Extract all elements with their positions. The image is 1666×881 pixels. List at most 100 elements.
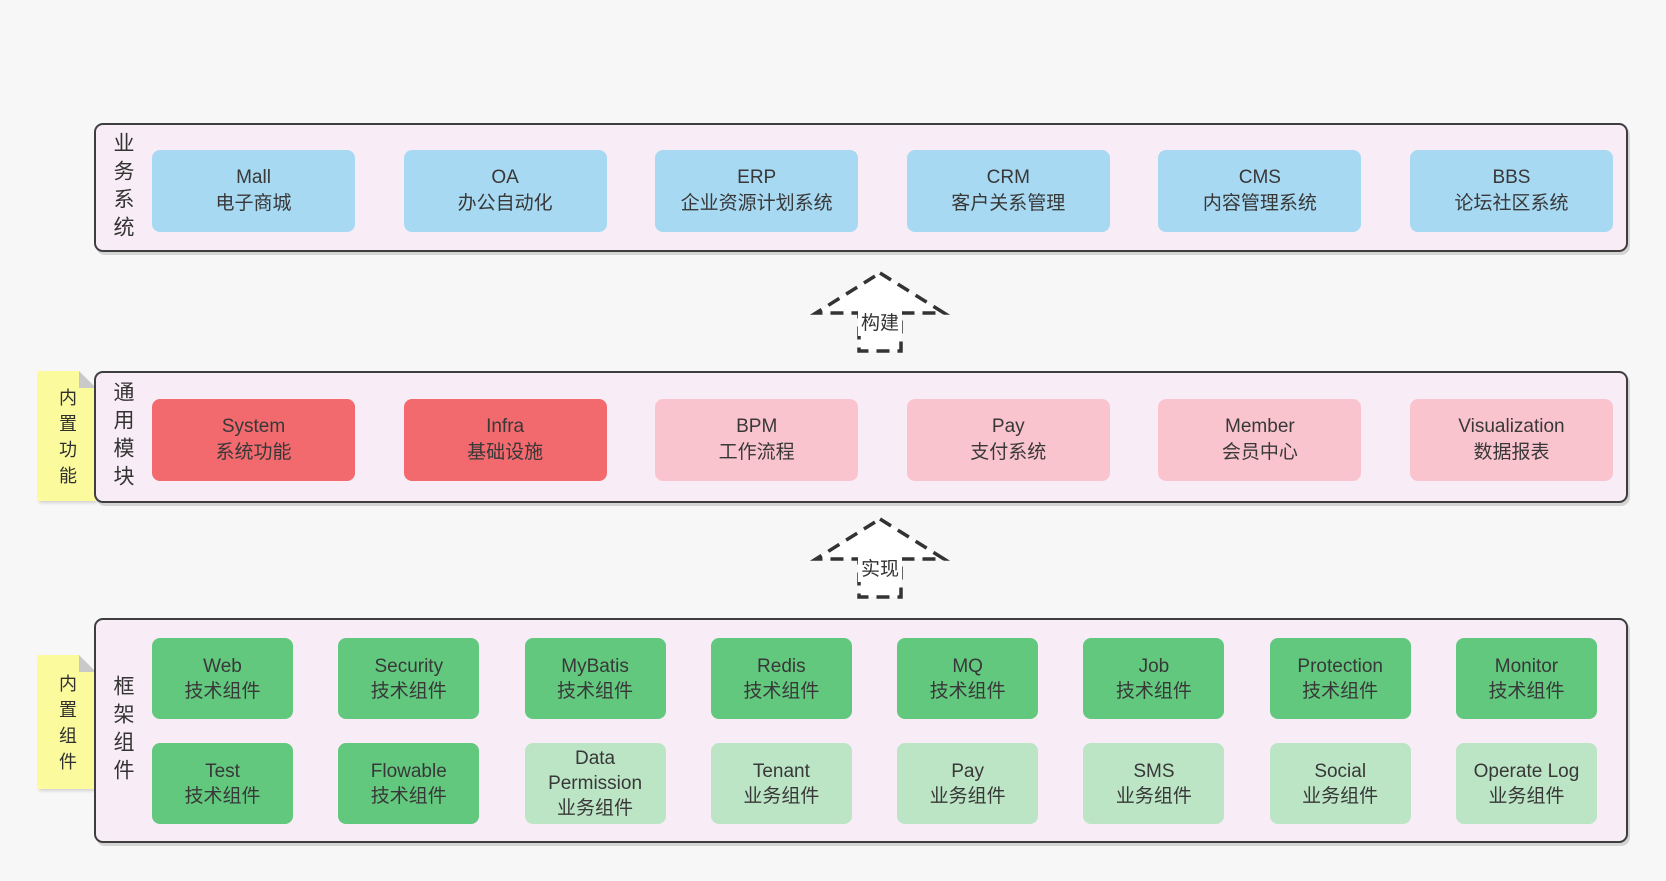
box-desc: 技术组件 [370, 680, 447, 702]
box-bbs: BBS 论坛社区系统 [1409, 150, 1613, 232]
box-infra: Infra 基础设施 [403, 399, 607, 481]
business-systems-row: Mall 电子商城 OA 办公自动化 ERP 企业资源计划系统 CRM 客户关系… [152, 150, 1613, 232]
box-name: System [221, 416, 286, 437]
box-name: Tenant [752, 760, 810, 782]
box-desc: 技术组件 [1115, 680, 1192, 702]
box-name: Pay [951, 760, 984, 782]
box-pay-component: Pay 业务组件 [897, 743, 1039, 824]
box-name: Redis [757, 655, 806, 677]
box-name: Data Permission [548, 748, 643, 794]
box-system: System 系统功能 [152, 399, 355, 481]
biz-components-row: Test 技术组件 Flowable 技术组件 Data Permission … [152, 743, 1597, 824]
box-desc: 业务组件 [743, 785, 820, 807]
box-crm: CRM 客户关系管理 [906, 150, 1110, 232]
box-name: Monitor [1494, 655, 1559, 677]
box-mybatis: MyBatis 技术组件 [524, 638, 666, 719]
band-framework-components: 框架组件 Web 技术组件 Security 技术组件 MyBatis 技术组件… [94, 618, 1628, 843]
box-desc: 办公自动化 [457, 193, 553, 214]
band-label-business-systems: 业务系统 [111, 131, 134, 244]
arrow-build-label: 构建 [857, 307, 903, 336]
sticky-note-text: 内置功能 [57, 388, 77, 492]
box-desc: 技术组件 [184, 785, 261, 807]
box-name: Web [203, 655, 242, 677]
box-desc: 技术组件 [370, 785, 447, 807]
box-mq: MQ 技术组件 [897, 638, 1039, 719]
box-desc: 内容管理系统 [1202, 193, 1317, 214]
box-erp: ERP 企业资源计划系统 [655, 150, 859, 232]
box-protection: Protection 技术组件 [1269, 638, 1411, 719]
common-modules-row: System 系统功能 Infra 基础设施 BPM 工作流程 Pay 支付系统… [152, 399, 1613, 481]
band-business-systems: 业务系统 Mall 电子商城 OA 办公自动化 ERP 企业资源计划系统 CRM… [94, 123, 1628, 252]
box-redis: Redis 技术组件 [710, 638, 852, 719]
box-sms: SMS 业务组件 [1083, 743, 1225, 824]
box-name: OA [491, 167, 519, 188]
band-label-framework-components: 框架组件 [111, 674, 134, 787]
box-name: Member [1225, 416, 1295, 437]
box-name: Social [1314, 760, 1367, 782]
box-desc: 技术组件 [1302, 680, 1379, 702]
box-name: Infra [486, 416, 525, 437]
box-bpm: BPM 工作流程 [655, 399, 859, 481]
sticky-note-text: 内置组件 [57, 674, 77, 778]
tech-components-row: Web 技术组件 Security 技术组件 MyBatis 技术组件 Redi… [152, 638, 1597, 719]
box-desc: 技术组件 [743, 680, 820, 702]
box-name: Visualization [1458, 416, 1565, 437]
box-operate-log: Operate Log 业务组件 [1455, 743, 1597, 824]
box-desc: 技术组件 [557, 680, 634, 702]
box-name: MyBatis [561, 655, 629, 677]
band-common-modules: 通用模块 System 系统功能 Infra 基础设施 BPM 工作流程 Pay… [94, 371, 1628, 503]
box-desc: 企业资源计划系统 [680, 193, 833, 214]
box-pay-system: Pay 支付系统 [906, 399, 1110, 481]
sticky-note-builtin-components: 内置组件 [38, 655, 96, 789]
box-desc: 工作流程 [718, 442, 795, 463]
box-flowable: Flowable 技术组件 [338, 743, 480, 824]
box-desc: 基础设施 [467, 442, 544, 463]
box-cms: CMS 内容管理系统 [1158, 150, 1362, 232]
box-visualization: Visualization 数据报表 [1409, 399, 1613, 481]
box-test: Test 技术组件 [152, 743, 293, 824]
box-desc: 业务组件 [557, 798, 634, 819]
box-security: Security 技术组件 [338, 638, 480, 719]
box-oa: OA 办公自动化 [403, 150, 607, 232]
box-desc: 技术组件 [184, 680, 261, 702]
box-name: BPM [736, 416, 778, 437]
box-desc: 数据报表 [1473, 442, 1550, 463]
box-desc: 论坛社区系统 [1454, 193, 1569, 214]
box-name: BBS [1492, 167, 1531, 188]
box-name: Security [374, 655, 444, 677]
box-tenant: Tenant 业务组件 [710, 743, 852, 824]
box-name: CRM [986, 167, 1030, 188]
box-name: Job [1138, 655, 1170, 677]
sticky-note-builtin-features: 内置功能 [38, 371, 96, 501]
box-desc: 技术组件 [1488, 680, 1565, 702]
box-name: Flowable [370, 760, 447, 782]
box-desc: 业务组件 [1302, 785, 1379, 807]
box-desc: 电子商城 [215, 193, 292, 214]
box-desc: 业务组件 [1488, 785, 1565, 807]
box-member: Member 会员中心 [1158, 399, 1362, 481]
box-name: Pay [991, 416, 1025, 437]
box-social: Social 业务组件 [1269, 743, 1411, 824]
box-desc: 支付系统 [970, 442, 1047, 463]
box-name: CMS [1238, 167, 1281, 188]
box-desc: 客户关系管理 [951, 193, 1066, 214]
arrow-implement: 实现 [805, 516, 955, 600]
arrow-implement-label: 实现 [857, 553, 903, 582]
box-web: Web 技术组件 [152, 638, 293, 719]
box-desc: 技术组件 [929, 680, 1006, 702]
box-monitor: Monitor 技术组件 [1455, 638, 1597, 719]
box-data-permission: Data Permission 业务组件 [524, 743, 666, 824]
box-name: SMS [1133, 760, 1175, 782]
box-desc: 会员中心 [1221, 442, 1298, 463]
box-name: Mall [236, 167, 271, 188]
box-name: MQ [952, 655, 983, 677]
box-job: Job 技术组件 [1083, 638, 1225, 719]
band-label-common-modules: 通用模块 [111, 381, 134, 493]
box-name: Test [205, 760, 240, 782]
box-desc: 业务组件 [1115, 785, 1192, 807]
box-name: Operate Log [1473, 760, 1580, 782]
arrow-build: 构建 [805, 270, 955, 354]
box-desc: 系统功能 [215, 442, 292, 463]
box-desc: 业务组件 [929, 785, 1006, 807]
box-name: Protection [1297, 655, 1383, 677]
